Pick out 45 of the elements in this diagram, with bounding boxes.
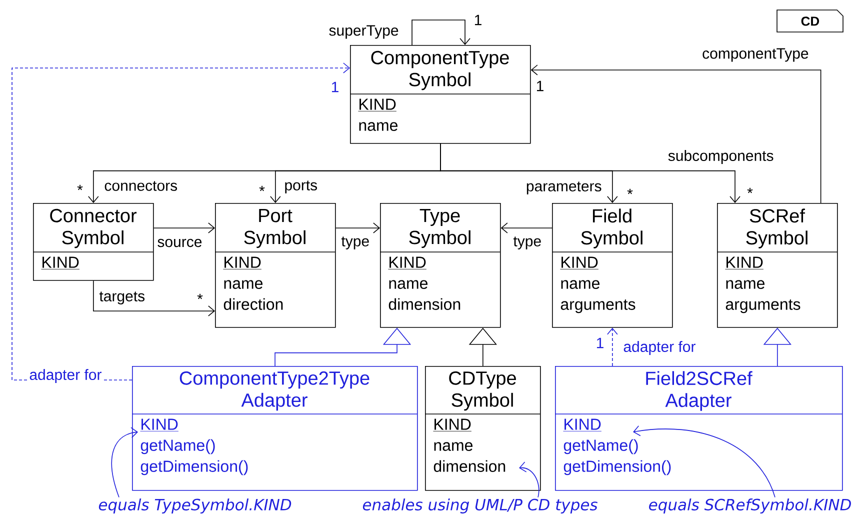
association-arrow (335, 222, 380, 234)
multiplicity: * (77, 184, 83, 190)
association-arrow (93, 280, 215, 316)
class-box: SCRef Symbol KIND name arguments (716, 202, 838, 328)
multiplicity: 1 (332, 82, 338, 92)
multiplicity: * (197, 294, 203, 300)
note-text: equals SCRefSymbol.KIND (649, 498, 851, 514)
edge-label: subcomponents (668, 150, 774, 164)
multiplicity: * (259, 186, 265, 192)
leader-line (519, 462, 540, 498)
edge-label: type (513, 236, 541, 250)
class-box: Field2SCRef Adapter KIND getName() getDimension() (554, 366, 843, 491)
leader-line (633, 426, 776, 498)
class-box: ComponentType2Type Adapter KIND getName() getDimension() (132, 366, 418, 491)
class-box: Field Symbol KIND name arguments (552, 202, 673, 328)
association-arrow (530, 64, 822, 204)
edge-label: parameters (526, 182, 602, 194)
edge-label: targets (99, 292, 145, 304)
association-arrow (607, 328, 618, 366)
class-box: CDType Symbol KIND name dimension (424, 366, 541, 491)
edge-label: ports (285, 180, 317, 194)
edge-label: adapter for (624, 341, 696, 355)
association-arrow (412, 20, 470, 46)
note-text: enables using UML/P CD types (362, 498, 598, 514)
edge-label: adapter for (30, 369, 102, 383)
class-box: Connector Symbol KIND (32, 202, 154, 281)
class-box: ComponentType Symbol KIND name (350, 45, 531, 144)
association-arrow (153, 222, 215, 234)
leader-line (111, 427, 138, 498)
diagram-tag: CD (776, 10, 844, 32)
edge-label: connectors (104, 181, 178, 191)
multiplicity: * (747, 188, 753, 194)
class-box: Port Symbol KIND name direction (214, 202, 336, 328)
multiplicity: 1 (596, 338, 604, 348)
note-text: equals TypeSymbol.KIND (98, 498, 292, 514)
edge-label: type (341, 236, 369, 250)
edge-label: componentType (702, 48, 808, 62)
edge-label: source (158, 238, 202, 248)
association-arrow (12, 62, 350, 380)
edge-label: superType (329, 25, 398, 39)
association-arrow (500, 222, 552, 234)
multiplicity: 1 (536, 80, 544, 92)
association-arrow (440, 143, 740, 203)
multiplicity: 1 (474, 14, 482, 26)
class-box: Type Symbol KIND name dimension (380, 202, 501, 328)
